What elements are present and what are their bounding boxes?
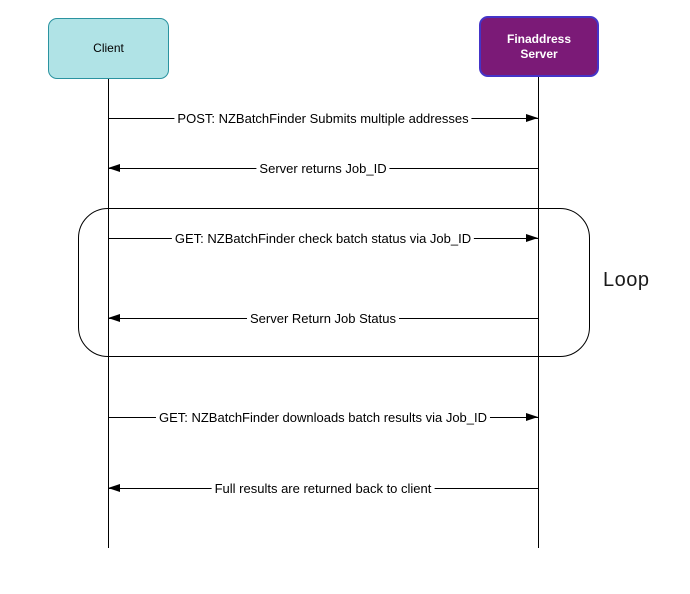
message-label: Full results are returned back to client — [211, 480, 435, 498]
arrowhead-left-icon — [108, 314, 120, 322]
message-label: Server Return Job Status — [247, 310, 399, 328]
actor-server-label: Finaddress Server — [506, 31, 572, 61]
lifeline-server — [538, 77, 539, 548]
message-label: GET: NZBatchFinder downloads batch resul… — [155, 409, 491, 427]
arrowhead-left-icon — [108, 164, 120, 172]
actor-box-finaddress-server: Finaddress Server — [479, 16, 599, 77]
message-label: GET: NZBatchFinder check batch status vi… — [171, 230, 475, 248]
actor-box-client: Client — [48, 18, 169, 79]
lifeline-client — [108, 79, 109, 548]
message-label: POST: NZBatchFinder Submits multiple add… — [174, 110, 472, 128]
arrowhead-left-icon — [108, 484, 120, 492]
actor-client-label: Client — [93, 41, 124, 55]
arrowhead-right-icon — [526, 234, 538, 242]
message-label: Server returns Job_ID — [256, 160, 390, 178]
arrowhead-right-icon — [526, 114, 538, 122]
loop-fragment-box — [78, 208, 590, 357]
arrowhead-right-icon — [526, 413, 538, 421]
loop-fragment-label: Loop — [603, 269, 650, 291]
